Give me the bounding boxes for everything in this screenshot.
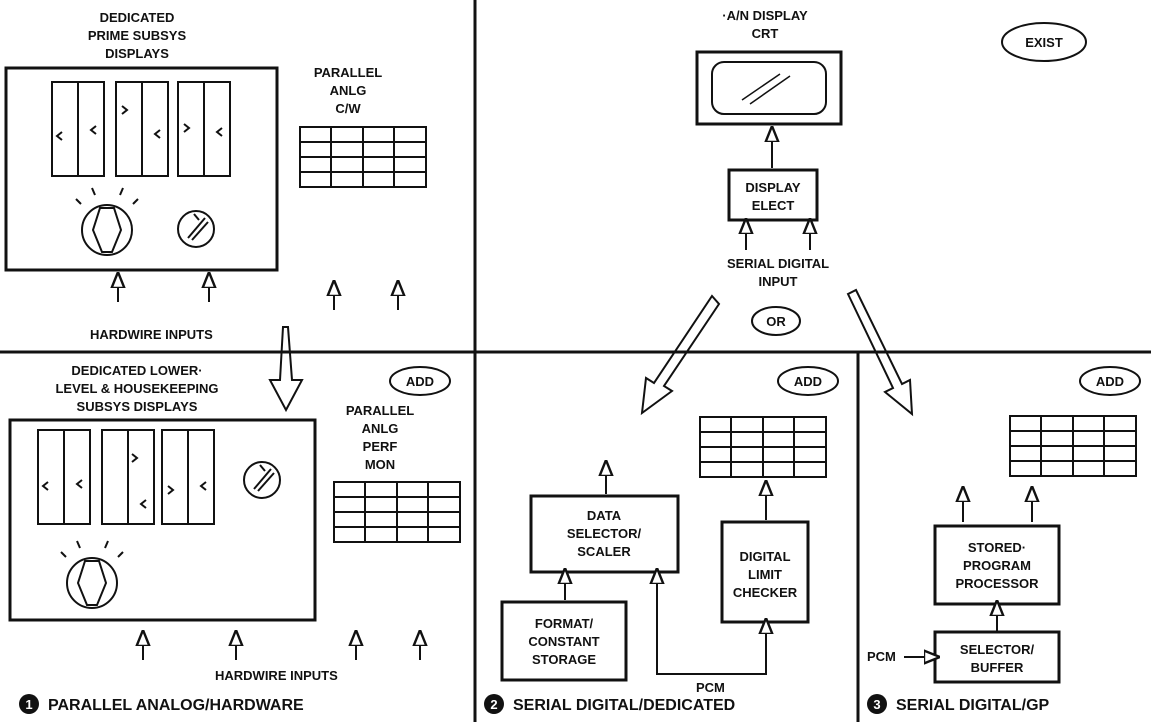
meter-strip-group-4 <box>37 429 91 525</box>
crt-label-line-1: ·A/N DISPLAY <box>722 8 808 23</box>
format-storage-line-1: FORMAT/ <box>535 616 594 631</box>
exist-oval: EXIST <box>1001 22 1087 62</box>
serial-input-label: SERIAL DIGITAL INPUT <box>727 256 829 289</box>
limit-checker-box: DIGITAL LIMIT CHECKER <box>720 520 810 624</box>
add-oval-left: ADD <box>389 366 451 396</box>
caption-1-number-badge <box>19 694 39 714</box>
housekeeping-display-panel <box>8 418 317 622</box>
caption-1-text: PARALLEL ANALOG/HARDWARE <box>48 697 304 714</box>
meter-strip-group-1 <box>51 81 105 177</box>
cw-label-line-2: ANLG <box>330 83 367 98</box>
center-pcm-label: PCM <box>696 680 725 695</box>
rotary-selector-knob-lower <box>60 540 124 609</box>
prime-subsys-title-line-2: PRIME SUBSYS <box>88 28 187 43</box>
processor-line-1: STORED· <box>968 540 1026 555</box>
serial-input-line-2: INPUT <box>759 274 798 289</box>
format-storage-line-2: CONSTANT <box>528 634 599 649</box>
hardwire-inputs-label-top: HARDWIRE INPUTS <box>90 327 213 342</box>
data-selector-line-3: SCALER <box>577 544 631 559</box>
perf-mon-label-line-4: MON <box>365 457 395 472</box>
format-storage-line-3: STORAGE <box>532 652 596 667</box>
meter-strip-group-6 <box>161 429 215 525</box>
hardwire-inputs-label-bottom: HARDWIRE INPUTS <box>215 668 338 683</box>
perf-mon-grid <box>333 481 461 543</box>
data-selector-box: DATA SELECTOR/ SCALER <box>529 494 680 574</box>
round-gauge-dial-lower <box>243 461 281 499</box>
add-oval-center: ADD <box>777 366 839 396</box>
center-internal-connectors <box>565 576 766 675</box>
prime-subsys-title-line-1: DEDICATED <box>100 10 175 25</box>
crt-monitor <box>695 50 843 126</box>
display-elect-line-2: ELECT <box>752 198 795 213</box>
perf-mon-label-line-2: ANLG <box>362 421 399 436</box>
perf-mon-label: PARALLEL ANLG PERF MON <box>346 403 414 472</box>
buffer-line-2: BUFFER <box>971 660 1024 675</box>
caption-2-number-badge <box>484 694 504 714</box>
meter-strip-group-3 <box>177 81 231 177</box>
caption-2: 2 SERIAL DIGITAL/DEDICATED <box>484 694 735 714</box>
caption-1-number: 1 <box>25 697 32 712</box>
processor-line-3: PROCESSOR <box>955 576 1039 591</box>
prime-subsys-title: DEDICATED PRIME SUBSYS DISPLAYS <box>88 10 187 61</box>
format-storage-box: FORMAT/ CONSTANT STORAGE <box>500 600 628 682</box>
right-output-arrows <box>963 494 1032 522</box>
caption-2-number: 2 <box>490 697 497 712</box>
center-output-arrows <box>606 468 766 520</box>
hardwire-input-arrows-top <box>118 280 398 310</box>
limit-checker-line-2: LIMIT <box>748 567 782 582</box>
caption-3-number: 3 <box>873 697 880 712</box>
display-elect-box: DISPLAY ELECT <box>727 168 819 222</box>
stored-program-processor-box: STORED· PROGRAM PROCESSOR <box>933 524 1061 606</box>
right-output-grid <box>1009 415 1137 477</box>
selector-buffer-box: SELECTOR/ BUFFER <box>933 630 1061 684</box>
exist-oval-label: EXIST <box>1025 35 1063 50</box>
center-output-grid <box>699 416 827 478</box>
caption-3: 3 SERIAL DIGITAL/GP <box>867 694 1050 714</box>
crt-label: ·A/N DISPLAY CRT <box>722 8 808 41</box>
add-oval-right: ADD <box>1079 366 1141 396</box>
downward-transition-arrow <box>268 326 304 413</box>
caption-3-number-badge <box>867 694 887 714</box>
add-oval-right-label: ADD <box>1096 374 1124 389</box>
caption-2-text: SERIAL DIGITAL/DEDICATED <box>513 697 735 714</box>
housekeeping-title: DEDICATED LOWER· LEVEL & HOUSEKEEPING SU… <box>55 363 218 414</box>
add-oval-left-label: ADD <box>406 374 434 389</box>
caption-3-text: SERIAL DIGITAL/GP <box>896 697 1050 714</box>
or-oval-label: OR <box>766 314 786 329</box>
perf-mon-label-line-3: PERF <box>363 439 398 454</box>
meter-strip-group-5 <box>101 429 155 525</box>
limit-checker-line-1: DIGITAL <box>739 549 790 564</box>
meter-strip-group-2 <box>115 81 169 177</box>
cw-annunciator-grid <box>299 126 427 188</box>
housekeeping-title-line-2: LEVEL & HOUSEKEEPING <box>55 381 218 396</box>
rotary-selector-knob <box>75 187 139 256</box>
buffer-line-1: SELECTOR/ <box>960 642 1035 657</box>
serial-input-line-1: SERIAL DIGITAL <box>727 256 829 271</box>
diagonal-arrow-to-gp <box>846 288 914 417</box>
diagonal-arrow-to-dedicated <box>640 294 721 416</box>
processor-line-2: PROGRAM <box>963 558 1031 573</box>
round-gauge-dial <box>177 210 215 248</box>
hardwire-input-arrows-bottom <box>143 638 420 660</box>
caption-1: 1 PARALLEL ANALOG/HARDWARE <box>19 694 304 714</box>
crt-label-line-2: CRT <box>752 26 779 41</box>
cw-label-line-1: PARALLEL <box>314 65 382 80</box>
serial-input-arrows <box>746 226 810 250</box>
data-selector-line-2: SELECTOR/ <box>567 526 642 541</box>
cw-label: PARALLEL ANLG C/W <box>314 65 382 116</box>
cw-label-line-3: C/W <box>335 101 361 116</box>
right-pcm-label: PCM <box>867 649 896 664</box>
perf-mon-label-line-1: PARALLEL <box>346 403 414 418</box>
housekeeping-title-line-1: DEDICATED LOWER· <box>71 363 202 378</box>
add-oval-center-label: ADD <box>794 374 822 389</box>
prime-subsys-title-line-3: DISPLAYS <box>105 46 169 61</box>
limit-checker-line-3: CHECKER <box>733 585 798 600</box>
housekeeping-title-line-3: SUBSYS DISPLAYS <box>77 399 198 414</box>
data-selector-line-1: DATA <box>587 508 622 523</box>
display-elect-line-1: DISPLAY <box>745 180 800 195</box>
or-oval: OR <box>751 306 801 336</box>
prime-subsys-display-panel <box>4 66 279 272</box>
